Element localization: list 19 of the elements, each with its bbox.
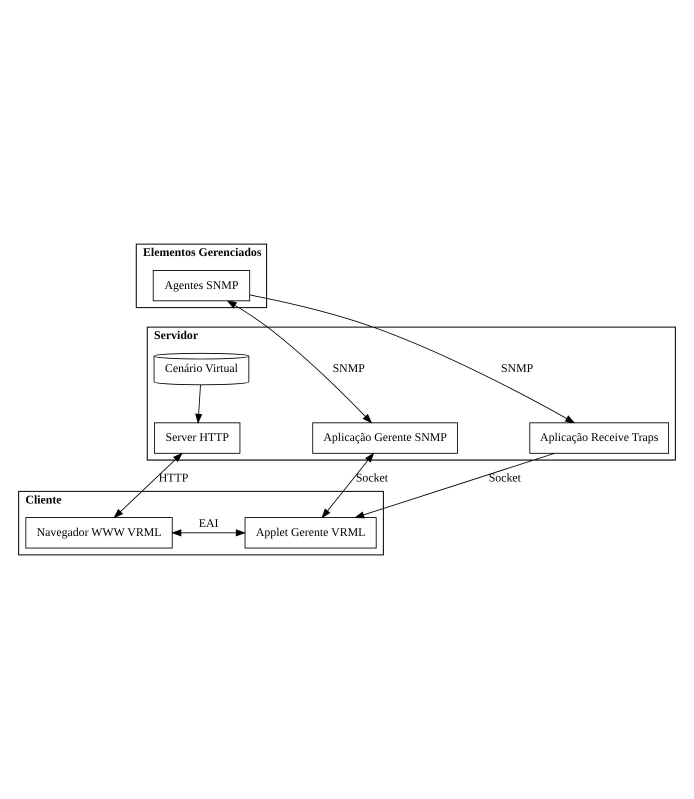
arrow: [250, 294, 576, 424]
edge-label: Socket: [488, 470, 521, 484]
arrow: [171, 529, 246, 536]
node-box: Aplicação Receive Traps: [529, 422, 670, 454]
edge-label: EAI: [198, 516, 218, 530]
arrow: [226, 300, 372, 424]
node-box: Navegador WWW VRML: [25, 517, 173, 548]
arrow: [354, 452, 555, 518]
arrow: [321, 452, 374, 519]
arrow: [195, 384, 202, 424]
edge-label: Socket: [356, 470, 388, 484]
edge-label: HTTP: [158, 470, 188, 484]
edge-label: SNMP: [332, 361, 365, 376]
node-box: Agentes SNMP: [152, 270, 250, 302]
arrow: [113, 452, 183, 518]
node-box: Aplicação Gerente SNMP: [312, 422, 458, 454]
edge-label: SNMP: [500, 361, 534, 376]
node-box: Server HTTP: [154, 422, 240, 454]
node-box: Applet Gerente VRML: [244, 517, 377, 548]
